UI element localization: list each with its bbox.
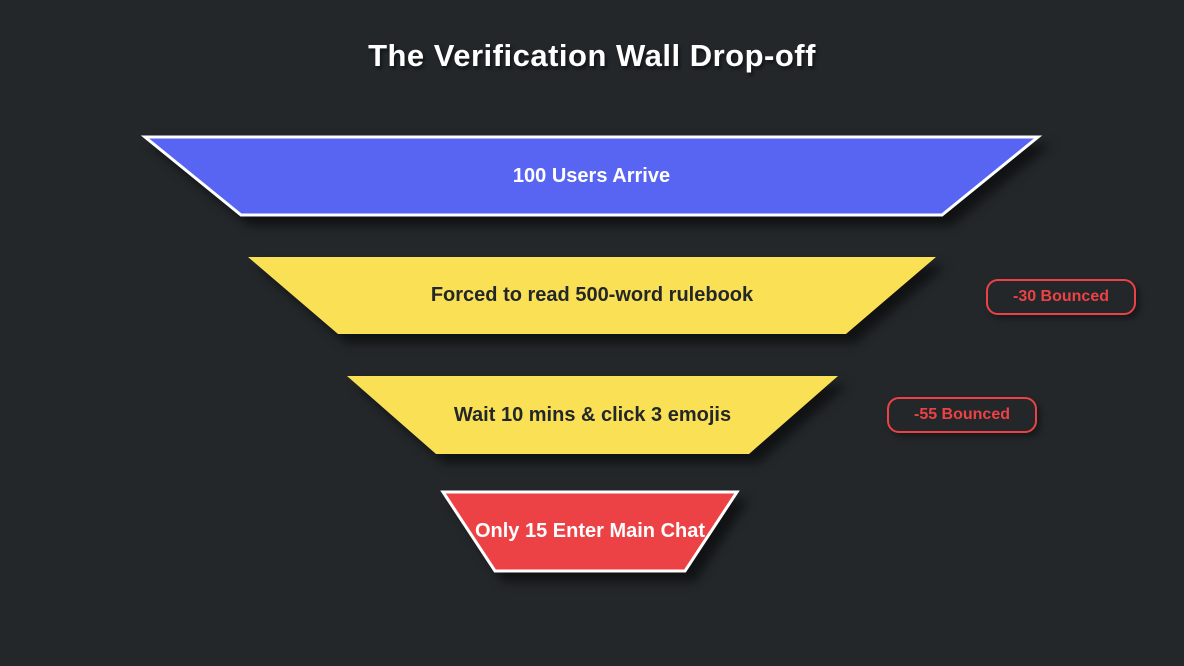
funnel-stage-1-label: 100 Users Arrive [512, 164, 671, 187]
funnel-stage-3-shape [347, 376, 838, 454]
funnel-stage-4: Only 15 Enter Main Chat [440, 490, 740, 573]
funnel-stage-3-label: Wait 10 mins & click 3 emojis [453, 403, 732, 426]
funnel-stage-1: 100 Users Arrive [140, 135, 1043, 217]
funnel-stage-4-label: Only 15 Enter Main Chat [474, 520, 706, 542]
bounce-badge-55: -55 Bounced [887, 397, 1037, 433]
chart-title: The Verification Wall Drop-off [368, 38, 816, 73]
funnel-stage-2: Forced to read 500-word rulebook [248, 257, 936, 334]
funnel-stage-4-shape [440, 490, 740, 573]
funnel-stage-1-shape [140, 135, 1043, 217]
funnel-stage-2-shape [248, 257, 936, 334]
funnel-stage-2-label: Forced to read 500-word rulebook [430, 284, 754, 306]
bounce-badge-30: -30 Bounced [986, 279, 1136, 315]
funnel-stage-3: Wait 10 mins & click 3 emojis [347, 376, 838, 454]
